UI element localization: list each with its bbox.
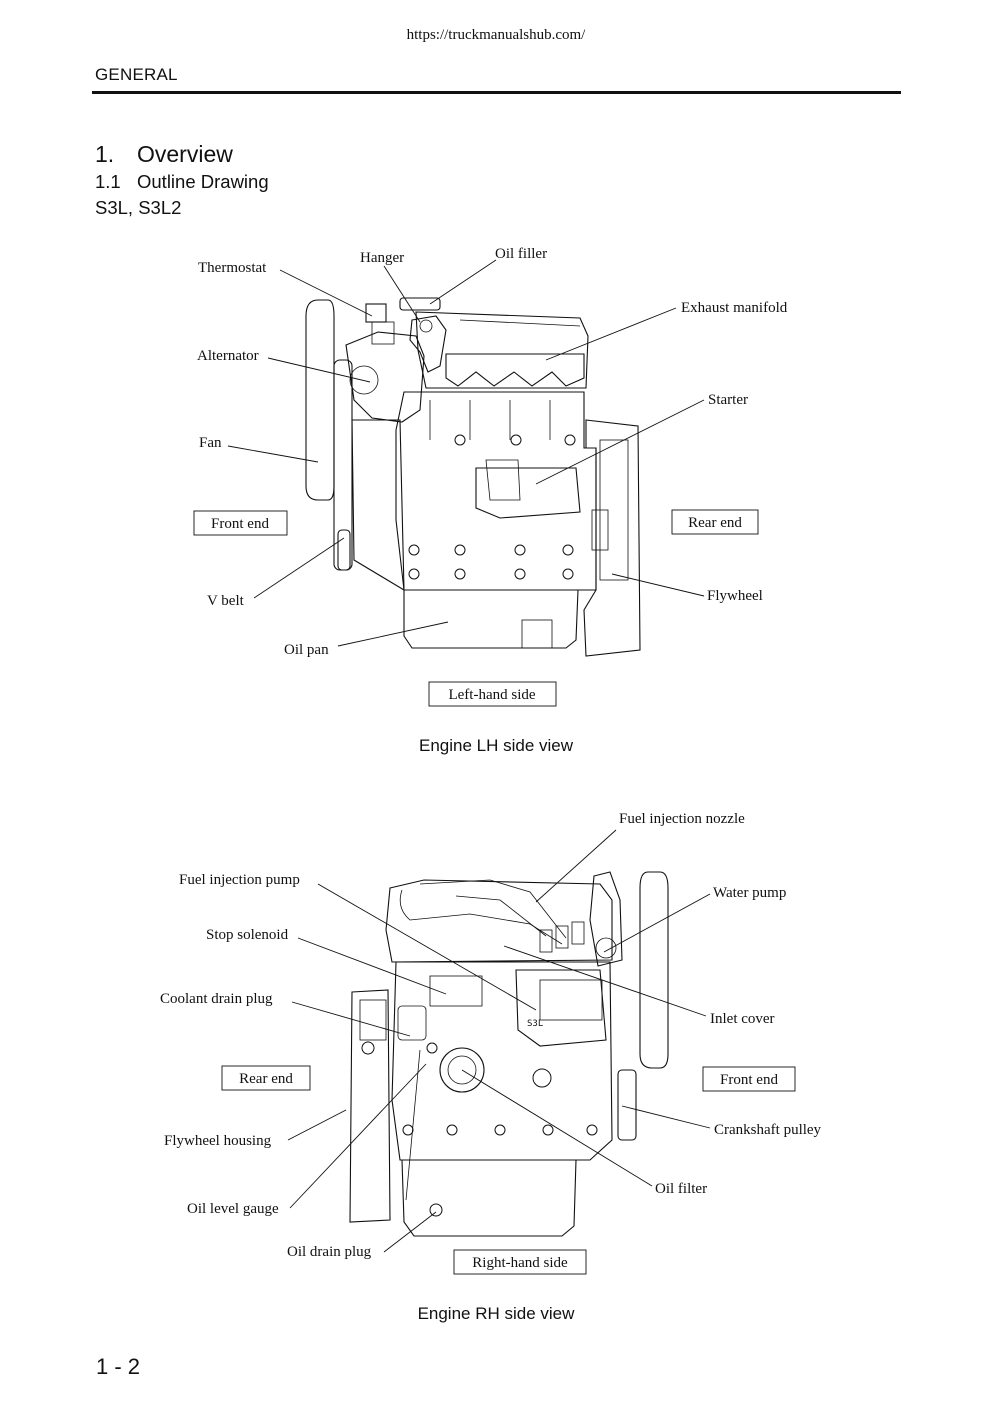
label-starter: Starter	[708, 392, 748, 408]
label-inlet-cover: Inlet cover	[710, 1011, 775, 1027]
caption-rh-view: Engine RH side view	[417, 1304, 575, 1323]
label-coolant-drain-plug: Coolant drain plug	[160, 991, 273, 1007]
label-front-end-rh: Front end	[720, 1072, 778, 1088]
label-rear-end-rh: Rear end	[239, 1071, 293, 1087]
left-hand-side-box	[428, 681, 557, 707]
label-hanger: Hanger	[360, 250, 404, 266]
label-crankshaft-pulley: Crankshaft pulley	[714, 1122, 822, 1138]
engine-rh-drawing: S3L	[349, 871, 669, 1237]
label-v-belt: V belt	[207, 593, 245, 609]
caption-lh-view: Engine LH side view	[418, 736, 574, 755]
section-heading: 1.1 Outline Drawing	[95, 171, 269, 193]
section-title: Outline Drawing	[137, 171, 269, 192]
chapter-number: 1.	[95, 141, 115, 167]
engine-rh-diagram: S3L Fuel injection nozzle Fuel injection…	[160, 811, 822, 1275]
label-left-hand-side: Left-hand side	[448, 687, 535, 703]
lh-leader-lines	[227, 259, 705, 647]
label-oil-level-gauge: Oil level gauge	[187, 1201, 279, 1217]
label-fan: Fan	[199, 435, 222, 451]
rh-leader-lines	[287, 829, 711, 1253]
rear-end-box	[671, 509, 759, 535]
label-rear-end: Rear end	[688, 515, 742, 531]
label-flywheel-housing: Flywheel housing	[164, 1133, 272, 1149]
label-water-pump: Water pump	[713, 885, 786, 901]
label-flywheel: Flywheel	[707, 588, 763, 604]
section-number: 1.1	[95, 171, 121, 192]
chapter-title: Overview	[137, 141, 233, 167]
engine-lh-drawing	[305, 297, 641, 657]
engine-lh-diagram: Thermostat Hanger Oil filler Exhaust man…	[193, 246, 788, 707]
front-end-box	[193, 510, 288, 536]
label-stop-solenoid: Stop solenoid	[206, 927, 289, 943]
label-oil-pan: Oil pan	[284, 642, 329, 658]
block-marking: S3L	[527, 1019, 543, 1029]
label-exhaust-manifold: Exhaust manifold	[681, 300, 788, 316]
right-hand-side-box	[453, 1249, 587, 1275]
front-end-box-rh	[702, 1066, 796, 1092]
header-rule	[92, 91, 901, 94]
label-right-hand-side: Right-hand side	[472, 1255, 568, 1271]
label-oil-drain-plug: Oil drain plug	[287, 1244, 372, 1260]
label-oil-filter: Oil filter	[655, 1181, 707, 1197]
model-names: S3L, S3L2	[95, 197, 182, 218]
rear-end-box-rh	[221, 1065, 311, 1091]
label-front-end: Front end	[211, 516, 269, 532]
label-fuel-injection-nozzle: Fuel injection nozzle	[619, 811, 745, 827]
section-header: GENERAL	[95, 65, 178, 84]
chapter-heading: 1. Overview	[95, 141, 233, 168]
page-number: 1 - 2	[96, 1354, 141, 1379]
label-oil-filler: Oil filler	[495, 246, 547, 262]
source-url: https://truckmanualshub.com/	[406, 27, 586, 43]
label-alternator: Alternator	[197, 348, 259, 364]
label-fuel-injection-pump: Fuel injection pump	[179, 872, 300, 888]
label-thermostat: Thermostat	[198, 260, 267, 276]
